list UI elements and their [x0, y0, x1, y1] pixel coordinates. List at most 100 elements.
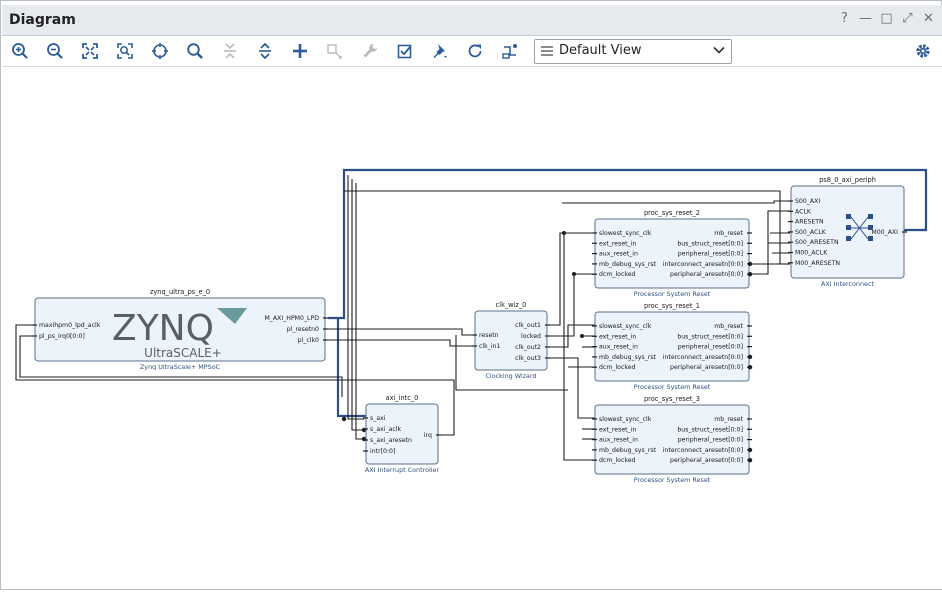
port-label-right: interconnect_aresetn[0:0] [663, 261, 743, 268]
port-label-left: M00_ARESETN [795, 260, 840, 267]
plus-icon [293, 44, 307, 58]
wire-irq [15, 324, 455, 436]
port-label-right: peripheral_reset[0:0] [678, 437, 743, 444]
wire-clkout1 [550, 232, 596, 326]
port-label-left: ARESETN [795, 219, 824, 226]
signal-wires [15, 175, 790, 461]
regenerate-layout-button[interactable] [462, 40, 488, 62]
view-select[interactable]: Default View [534, 39, 732, 64]
make-external-button[interactable] [322, 40, 348, 62]
collapse-all-icon [224, 43, 236, 59]
search-button[interactable] [182, 40, 208, 62]
port-label-right: mb_reset [714, 416, 743, 423]
optimize-routing-button[interactable] [497, 40, 523, 62]
port-dot [747, 261, 753, 267]
block-body[interactable] [474, 310, 548, 371]
axi-bus-wires [328, 168, 928, 418]
block-instance-name: proc_sys_reset_1 [644, 302, 700, 310]
properties-button[interactable] [357, 40, 383, 62]
port-label-left: mb_debug_sys_rst [599, 261, 657, 268]
zoom-out-button[interactable] [42, 40, 68, 62]
zoom-in-button[interactable] [7, 40, 33, 62]
port-label-right: peripheral_aresetn[0:0] [670, 457, 743, 464]
collapse-all-button[interactable] [217, 40, 243, 62]
port-label-right: pl_clk0 [298, 337, 319, 344]
port-label-left: M00_ACLK [795, 250, 828, 257]
make-external-icon [327, 44, 342, 59]
zoom-fit-button[interactable] [77, 40, 103, 62]
add-ip-button[interactable] [287, 40, 313, 62]
validate-design-button[interactable] [392, 40, 418, 62]
port-label-left: s_axi [370, 415, 386, 422]
port-label-left: slowest_sync_clk [599, 416, 652, 423]
port-dot [747, 272, 753, 277]
block-instance-name: zynq_ultra_ps_e_0 [150, 288, 210, 296]
crossbar-icon [846, 214, 873, 241]
minimize-button[interactable]: — [859, 11, 872, 26]
auto-fit-selection-button[interactable] [147, 40, 173, 62]
wire-clk-in [328, 339, 476, 347]
port-label-left: S00_AXI [795, 198, 820, 205]
zoom-area-button[interactable] [112, 40, 138, 62]
port-label-right: peripheral_aresetn[0:0] [670, 364, 743, 371]
port-label-left: aux_reset_in [599, 251, 638, 258]
port-label-left: S00_ARESETN [795, 239, 839, 246]
chevron-down-icon [713, 46, 725, 54]
pin-icon [433, 44, 447, 58]
port-label-left: ext_reset_in [599, 426, 636, 433]
port-label-left: resetn [479, 332, 499, 339]
zoom-out-icon [47, 43, 63, 59]
zynq-logo-mark [217, 308, 247, 324]
port-label-left: aux_reset_in [599, 437, 638, 444]
block-footer-label: AXI Interconnect [821, 280, 874, 288]
port-label-right: pl_resetn0 [287, 326, 319, 333]
port-label-left: mb_debug_sys_rst [599, 354, 657, 361]
block-instance-name: ps8_0_axi_periph [819, 176, 876, 184]
port-dot [747, 365, 753, 370]
close-button[interactable]: ✕ [923, 11, 934, 26]
port-label-right: irq [424, 432, 432, 439]
settings-button[interactable] [910, 40, 936, 62]
port-label-right: mb_reset [714, 323, 743, 330]
port-label-right: locked [521, 333, 541, 340]
window-controls: ? — □ ⤢ ✕ [837, 11, 936, 27]
connection-automation-button[interactable] [427, 40, 453, 62]
wrench-icon [363, 44, 377, 58]
float-button[interactable]: ⤢ [902, 11, 913, 26]
port-label-left: maxihpm0_lpd_aclk [39, 322, 101, 329]
help-button[interactable]: ? [841, 11, 848, 26]
port-label-left: pl_ps_irq0[0:0] [39, 333, 85, 340]
zoom-fit-icon [82, 43, 98, 59]
refresh-icon [468, 44, 482, 58]
block-instance-name: proc_sys_reset_3 [644, 395, 700, 403]
bus-hpm0-to-intc [336, 318, 368, 418]
port-label-left: ext_reset_in [599, 240, 636, 247]
port-label-right: bus_struct_reset[0:0] [677, 240, 743, 247]
port-label-right: clk_out1 [515, 322, 541, 329]
port-label-left: s_axi_aclk [370, 426, 401, 433]
expand-all-button[interactable] [252, 40, 278, 62]
maximize-button[interactable]: □ [880, 11, 893, 26]
port-label-right: M_AXI_HPM0_LPD [264, 315, 319, 322]
port-label-right: mb_reset [714, 230, 743, 237]
block-body[interactable] [365, 403, 439, 465]
expand-all-icon [259, 42, 271, 60]
port-label-right: interconnect_aresetn[0:0] [663, 447, 743, 454]
view-select-value: Default View [559, 43, 642, 58]
zynq-logo-text: ZYNQ [112, 308, 214, 349]
wire-c [355, 183, 364, 440]
crosshair-icon [152, 43, 168, 59]
block-footer-label: AXI Interrupt Controller [365, 466, 440, 474]
wire-left-trunk [563, 233, 596, 461]
block-footer-label: Clocking Wizard [485, 372, 536, 380]
